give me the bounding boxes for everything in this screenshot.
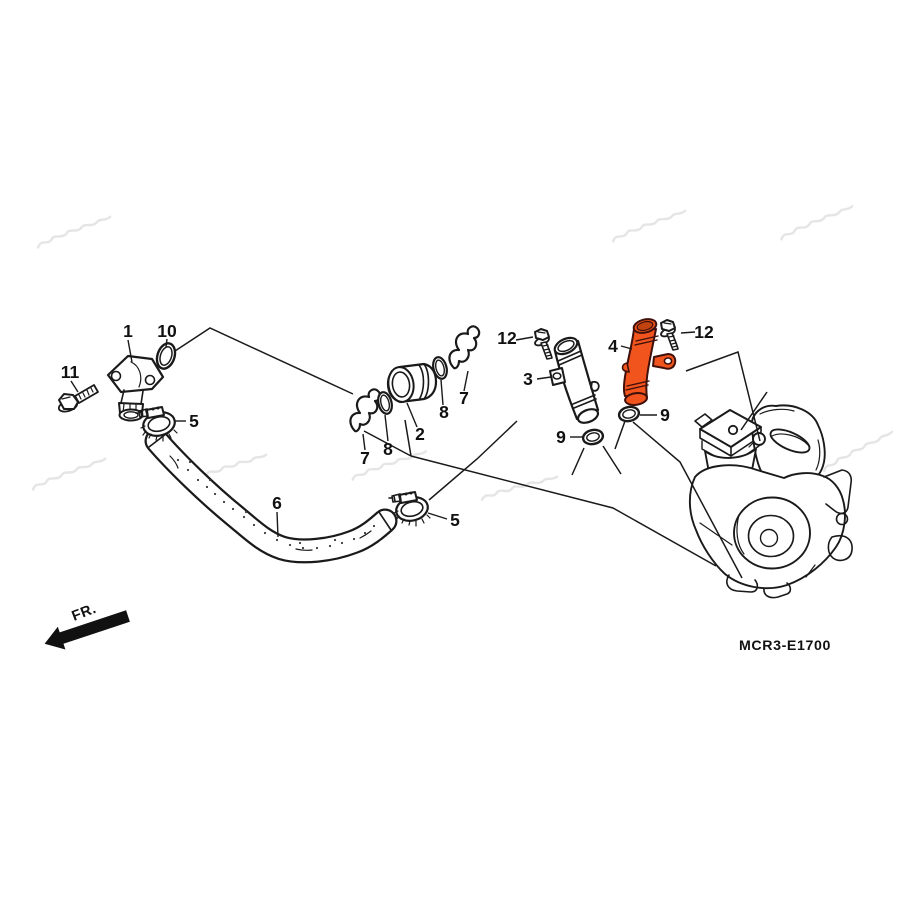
callout-leader-lines <box>70 331 696 538</box>
callout-7: 7 <box>360 448 370 468</box>
callout-8: 8 <box>383 439 393 459</box>
engine-sketch <box>688 404 853 599</box>
callout-5: 5 <box>189 411 199 431</box>
callout-9: 9 <box>660 405 670 425</box>
part-9-oring-right <box>616 403 642 425</box>
callout-10: 10 <box>157 321 177 341</box>
callout-5: 5 <box>450 510 460 530</box>
callout-1: 1 <box>123 321 133 341</box>
callout-3: 3 <box>523 369 533 389</box>
part-9-oring-left <box>580 426 606 448</box>
water-hose <box>144 428 398 564</box>
callout-11: 11 <box>61 362 80 382</box>
assembly-leader-lines <box>174 327 768 579</box>
callout-12: 12 <box>694 322 714 342</box>
part-3-water-pipe <box>549 336 600 424</box>
callout-4: 4 <box>608 336 618 356</box>
part-12-bolt-right <box>658 319 679 351</box>
part-11-bolt <box>57 384 99 413</box>
part-7-clip-left <box>349 388 382 433</box>
callout-2: 2 <box>415 424 425 444</box>
diagram-code: MCR3-E1700 <box>739 638 831 654</box>
fr-direction-indicator: FR. <box>44 601 130 650</box>
part-7-clip-right <box>448 325 481 370</box>
part-12-bolt-left <box>532 328 553 360</box>
callout-7: 7 <box>459 388 469 408</box>
fr-arrow-icon <box>44 610 130 650</box>
callout-8: 8 <box>439 402 449 422</box>
hose-texture-dots <box>176 458 376 550</box>
part-10-oring <box>155 342 177 370</box>
callout-9: 9 <box>556 427 566 447</box>
callout-6: 6 <box>272 493 282 513</box>
part-4-highlighted-pipe <box>621 318 677 406</box>
part-2-joint-collar <box>386 362 438 404</box>
callout-12: 12 <box>497 328 517 348</box>
